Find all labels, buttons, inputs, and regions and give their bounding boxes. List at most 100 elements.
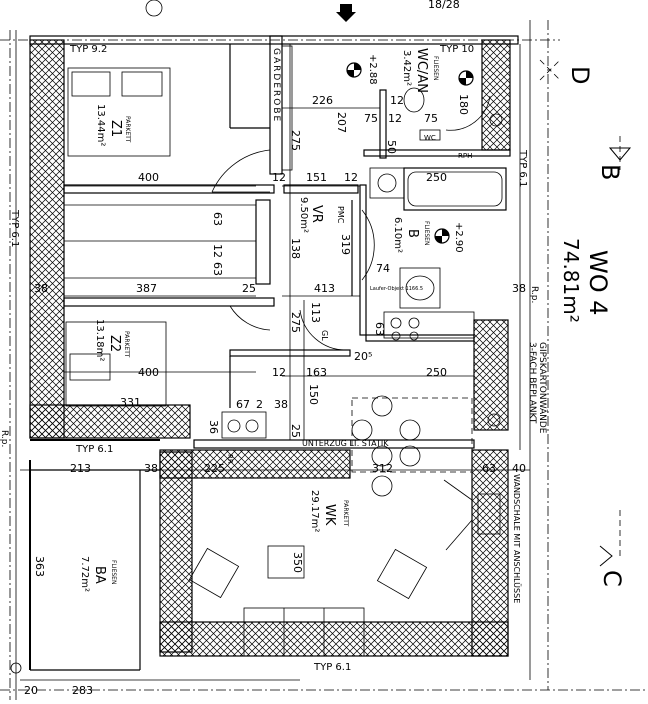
dim-text: 12 [211, 244, 224, 258]
dim-text: 250 [426, 366, 447, 379]
pmc-label: PMC [336, 206, 345, 224]
room-area-wk: 29.17m² [309, 490, 320, 532]
garderobe-label: GARDEROBE [271, 48, 281, 123]
gl-label: GL [320, 330, 329, 341]
dim-text: 40 [512, 462, 526, 475]
furniture [64, 45, 507, 657]
room-name-wk: WK [322, 504, 337, 526]
dim-text: 38 [274, 398, 288, 411]
dim-text: 413 [314, 282, 335, 295]
dim-text: 12 [388, 112, 402, 125]
dim-text: 213 [70, 462, 91, 475]
dim-text: 63 [373, 322, 386, 336]
annotations: 18/28 TYP 9.2 TYP 10 TYP 6.1 TYP 6.1 TYP… [0, 0, 626, 673]
doors [211, 95, 491, 351]
typ-label: TYP 6.1 [9, 209, 20, 247]
dim-text: 38 [34, 282, 48, 295]
dim-text: 363 [33, 556, 46, 577]
dim-text: 63 [211, 212, 224, 226]
dim-text: 12 [272, 171, 286, 184]
room-area-vr: 9.50m² [298, 197, 309, 233]
section-letter-d: D [566, 66, 594, 84]
section-letter-b: B [596, 164, 624, 180]
room-area-b: 6.10m² [392, 217, 403, 253]
dim-text: 138 [289, 238, 302, 259]
dim-text: 163 [306, 366, 327, 379]
room-area-z2: 13.18m² [94, 319, 105, 361]
floor-material: PARKETT [342, 500, 349, 527]
dim-text: 312 [372, 462, 393, 475]
floor-material: PARKETT [124, 116, 131, 143]
room-name-b: B [405, 229, 420, 238]
room-name-z2: Z2 [107, 335, 122, 352]
corner-top-label: 18/28 [428, 0, 460, 11]
dim-text: 283 [72, 684, 93, 697]
dim-text: 38 [144, 462, 158, 475]
dim-text: 25 [242, 282, 256, 295]
dim-text: 225 [204, 462, 225, 475]
typ-label: TYP 10 [439, 44, 474, 55]
dim-text: 250 [426, 171, 447, 184]
dim-text: 275 [289, 312, 302, 333]
grid-axes [0, 20, 648, 700]
dim-text: 400 [138, 171, 159, 184]
typ-label: TYP 6.1 [313, 662, 351, 673]
dim-text: 25 [289, 424, 302, 438]
floor-material: FLIESEN [110, 560, 117, 584]
dim-text: 2 [256, 398, 263, 411]
dim-text: 12 [272, 366, 286, 379]
level-markers [10, 0, 503, 674]
rp-label: R.p. [0, 430, 9, 447]
room-area-ba: 7.72m² [79, 556, 90, 592]
typ-label: TYP 6.1 [517, 149, 528, 187]
floor-material: PARKETT [123, 331, 130, 358]
dim-text: 331 [120, 396, 141, 409]
unit-area: 74.81m² [559, 238, 583, 323]
dim-text: 67 [236, 398, 250, 411]
rr-label: RR [226, 454, 234, 464]
dimension-texts: 400 226 207 75 12 75 12 180 50 275 151 1… [24, 94, 526, 697]
dim-text: 12 [390, 94, 404, 107]
unterzug-note: UNTERZUG LT. STATIK [302, 439, 389, 448]
typ-label: TYP 6.1 [75, 444, 113, 455]
room-name-z1: Z1 [108, 120, 123, 137]
typ-label: TYP 9.2 [69, 44, 107, 55]
dim-text: 180 [457, 94, 470, 115]
level-label: +2.88 [367, 54, 378, 85]
dim-text: 63 [211, 262, 224, 276]
dim-text: 350 [291, 552, 304, 573]
dimension-lines [20, 44, 530, 681]
wandschale-note: WANDSCHALE MIT ANSCHLÜSSE [512, 474, 522, 603]
dim-text: 38 [512, 282, 526, 295]
section-markers [539, 59, 632, 567]
floor-material: FLIESEN [432, 56, 439, 80]
room-name-vr: VR [309, 205, 324, 223]
room-area-z1: 13.44m² [95, 104, 106, 146]
dim-text: 75 [364, 112, 378, 125]
room-area-wc: 3.42m² [401, 50, 412, 86]
dim-text: 400 [138, 366, 159, 379]
dim-text: 20⁵ [354, 350, 372, 363]
section-letter-c: C [598, 570, 626, 587]
room-name-ba: BA [92, 566, 107, 584]
unit-name: WO 4 [584, 250, 612, 316]
washing-machine-label: Laufer-Objekt 1166.5 [370, 286, 423, 292]
rph-tag: RPH [458, 152, 472, 160]
dim-text: 226 [312, 94, 333, 107]
wc-tag: WC [424, 134, 436, 142]
level-label: +2.90 [453, 222, 464, 253]
dim-text: 151 [306, 171, 327, 184]
exterior-walls [29, 39, 511, 657]
floor-material: FLIESEN [423, 221, 430, 245]
gips-note: GIPSKARTONWÄNDE [537, 342, 548, 434]
rp-label: R.p. [529, 286, 539, 303]
gips-note: 3-FACH BEPLANKT [527, 342, 537, 424]
dim-text: 319 [339, 234, 352, 255]
dim-text: 36 [207, 420, 220, 434]
room-name-wc: WC/AN [414, 48, 429, 93]
dim-text: 207 [335, 112, 348, 133]
dim-text: 75 [424, 112, 438, 125]
dim-text: 20 [24, 684, 38, 697]
dim-text: 275 [289, 130, 302, 151]
